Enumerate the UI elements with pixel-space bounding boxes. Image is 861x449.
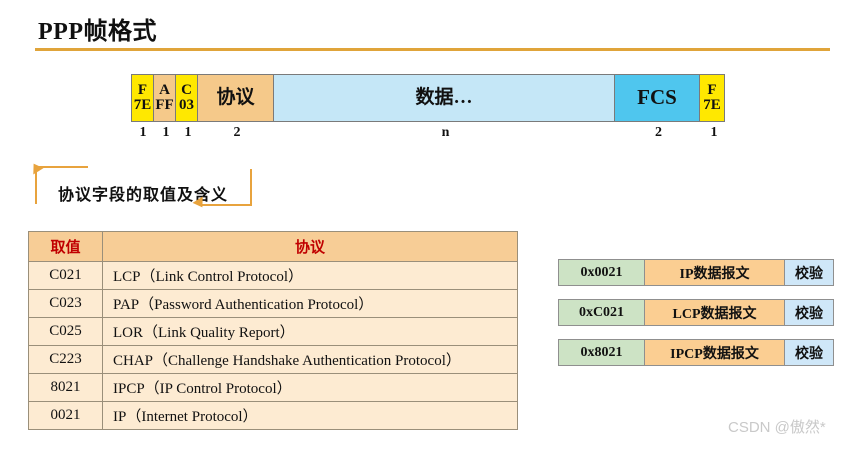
- table-row: C023 PAP（Password Authentication Protoco…: [28, 289, 518, 318]
- table-row: 0021 IP（Internet Protocol）: [28, 401, 518, 430]
- protocol-values-table: 取值 协议 C021 LCP（Link Control Protocol） C0…: [28, 231, 518, 430]
- frame-cell-address: A FF: [154, 75, 176, 121]
- bracket-left-vertical: [35, 166, 37, 204]
- packet-row: 0x8021 IPCP数据报文 校验: [558, 339, 834, 366]
- frame-cell-control-bottom: 03: [179, 97, 194, 113]
- packet-row: 0x0021 IP数据报文 校验: [558, 259, 834, 286]
- frame-cell-flag-start: F 7E: [132, 75, 154, 121]
- table-header-protocol: 协议: [102, 231, 518, 262]
- frame-cell-data-label: 数据…: [415, 87, 473, 109]
- frame-cell-control-top: C: [181, 81, 192, 98]
- table-row: 8021 IPCP（IP Control Protocol）: [28, 373, 518, 402]
- page-title: PPP帧格式: [38, 19, 157, 45]
- packet-protocol-hex: 0x8021: [559, 340, 645, 365]
- frame-cell-flag-end-top: F: [707, 81, 717, 98]
- frame-size-fcs: 2: [655, 125, 662, 140]
- table-cell-value: 8021: [28, 373, 103, 402]
- table-header-value: 取值: [28, 231, 103, 262]
- packet-protocol-hex: 0x0021: [559, 260, 645, 285]
- frame-cell-fcs-label: FCS: [637, 85, 677, 110]
- frame-cell-protocol: 协议: [198, 75, 274, 121]
- packet-checksum-label: 校验: [785, 300, 833, 325]
- annotation-label: 协议字段的取值及含义: [58, 187, 229, 204]
- frame-cell-flag-end: F 7E: [700, 75, 724, 121]
- watermark: CSDN @傲然*: [728, 419, 826, 436]
- ppp-frame-diagram: F 7E A FF C 03 协议 数据… FCS F 7E: [131, 74, 725, 122]
- frame-cell-protocol-label: 协议: [216, 87, 255, 109]
- table-cell-protocol: PAP（Password Authentication Protocol）: [102, 289, 518, 318]
- frame-size-data: n: [441, 125, 450, 140]
- table-cell-value: C021: [28, 261, 103, 290]
- frame-cell-fcs: FCS: [615, 75, 700, 121]
- frame-cell-data: 数据…: [274, 75, 615, 121]
- frame-cell-flag-start-top: F: [137, 81, 148, 98]
- table-cell-protocol: LOR（Link Quality Report）: [102, 317, 518, 346]
- table-cell-value: C023: [28, 289, 103, 318]
- packet-checksum-label: 校验: [785, 260, 833, 285]
- table-header-row: 取值 协议: [28, 231, 518, 262]
- packet-payload-label: IPCP数据报文: [645, 340, 785, 365]
- frame-cell-control: C 03: [176, 75, 198, 121]
- table-row: C021 LCP（Link Control Protocol）: [28, 261, 518, 290]
- table-row: C025 LOR（Link Quality Report）: [28, 317, 518, 346]
- table-cell-protocol: IPCP（IP Control Protocol）: [102, 373, 518, 402]
- table-cell-protocol: CHAP（Challenge Handshake Authentication …: [102, 345, 518, 374]
- table-cell-value: 0021: [28, 401, 103, 430]
- title-divider: [35, 48, 830, 51]
- table-cell-protocol: LCP（Link Control Protocol）: [102, 261, 518, 290]
- table-cell-value: C025: [28, 317, 103, 346]
- frame-cell-address-top: A: [159, 81, 170, 98]
- packet-row: 0xC021 LCP数据报文 校验: [558, 299, 834, 326]
- frame-cell-flag-end-bottom: 7E: [703, 97, 721, 113]
- frame-size-flag-start: 1: [139, 125, 147, 140]
- packet-payload-label: LCP数据报文: [645, 300, 785, 325]
- frame-size-address: 1: [162, 125, 170, 140]
- bracket-right-vertical: [250, 169, 252, 205]
- packet-protocol-hex: 0xC021: [559, 300, 645, 325]
- frame-size-labels: 1 1 1 2 n 2 1: [131, 124, 727, 142]
- packet-checksum-label: 校验: [785, 340, 833, 365]
- packet-examples: 0x0021 IP数据报文 校验 0xC021 LCP数据报文 校验 0x802…: [558, 259, 834, 366]
- frame-size-protocol: 2: [233, 125, 241, 140]
- frame-cell-flag-start-bottom: 7E: [133, 97, 152, 113]
- frame-size-control: 1: [184, 125, 192, 140]
- bracket-right-horizontal: [200, 204, 252, 206]
- bracket-left-horizontal: [36, 166, 88, 168]
- table-cell-value: C223: [28, 345, 103, 374]
- packet-payload-label: IP数据报文: [645, 260, 785, 285]
- table-cell-protocol: IP（Internet Protocol）: [102, 401, 518, 430]
- frame-size-flag-end: 1: [710, 125, 718, 140]
- frame-cell-address-bottom: FF: [155, 97, 174, 113]
- table-row: C223 CHAP（Challenge Handshake Authentica…: [28, 345, 518, 374]
- annotation-group: 协议字段的取值及含义: [28, 160, 298, 221]
